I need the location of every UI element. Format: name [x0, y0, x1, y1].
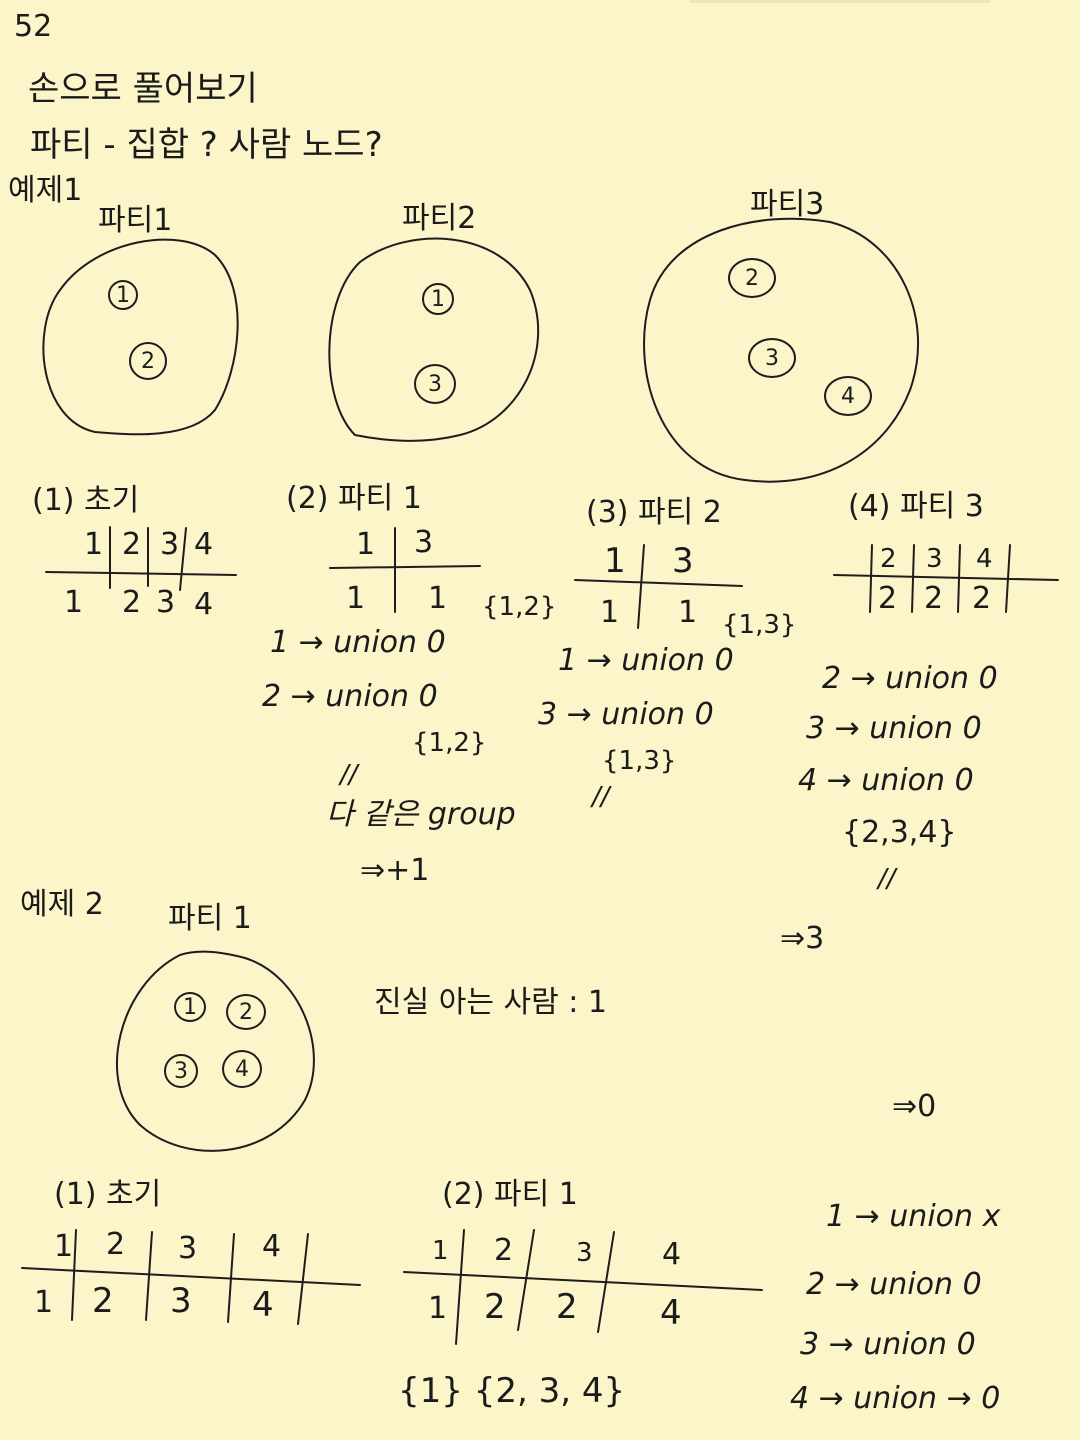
ex1-step2-bottom-2: 1	[428, 581, 448, 616]
ex2-line-2: 2 → union 0	[806, 1267, 982, 1302]
ex2-step1-top-3: 3	[178, 1231, 198, 1266]
ex2-node-1: 1	[174, 992, 206, 1022]
ex1-step4-bottom-2b: 2	[924, 581, 944, 616]
page-edge-shadow	[690, 0, 990, 3]
ex1-step3-set: {1,3}	[722, 610, 797, 640]
ex1-step2-ditto: //	[340, 760, 358, 790]
ex2-step1-bottom-3: 3	[170, 1281, 192, 1321]
ex1-step2-result: ⇒+1	[360, 853, 430, 888]
ex1-step4-line-3: 4 → union 0	[798, 763, 974, 798]
party1-label: 파티1	[98, 203, 173, 238]
ex2-step2-top-2: 2	[494, 1233, 514, 1268]
party3-label: 파티3	[750, 187, 825, 222]
ex2-step1-bottom-2: 2	[92, 1281, 114, 1321]
ex2-step2-bottom-4: 4	[660, 1293, 682, 1333]
party2-node-3: 3	[414, 364, 456, 404]
ex1-step3-bottom-2: 1	[678, 595, 698, 630]
ex2-step1-top-1: 1	[54, 1229, 74, 1264]
ex1-step1-bottom-3: 3	[156, 585, 176, 620]
ex1-step2-set2: {1,2}	[412, 728, 487, 758]
ex2-party-label: 파티 1	[168, 901, 252, 936]
party3-node-3: 3	[748, 338, 796, 378]
ex1-step4-line-2: 3 → union 0	[806, 711, 982, 746]
party1-circle	[42, 238, 239, 436]
ex2-step1-bottom-1: 1	[34, 1285, 54, 1320]
ex1-step1-bottom-2: 2	[122, 585, 142, 620]
ex2-step2-top-3: 3	[576, 1238, 593, 1268]
ex2-line-4: 4 → union → 0	[790, 1381, 1001, 1416]
ex2-step1-title: (1) 초기	[54, 1177, 162, 1212]
party2-circle	[328, 237, 540, 442]
ex1-step2-top-3: 3	[414, 525, 434, 560]
ex1-step2-line-1: 1 → union 0	[270, 625, 446, 660]
example2-label: 예제 2	[20, 887, 104, 922]
ex1-step2-set: {1,2}	[482, 592, 557, 622]
ex2-party-circle	[116, 950, 315, 1152]
ex2-step1-top-2: 2	[106, 1227, 126, 1262]
party2-node-1: 1	[422, 283, 454, 315]
ex2-step2-bottom-2a: 2	[484, 1287, 506, 1327]
ex1-step1-top-1: 1	[84, 527, 104, 562]
ex1-step4-grid	[833, 544, 1059, 613]
ex2-step2-top-4: 4	[662, 1237, 682, 1272]
ex1-step3-ditto: //	[592, 782, 610, 812]
ex1-step1-bottom-4: 4	[194, 587, 214, 622]
party1-node-2: 2	[129, 342, 167, 380]
ex1-step2-line-2: 2 → union 0	[262, 679, 438, 714]
ex1-step4-set: {2,3,4}	[842, 815, 957, 850]
ex1-step1-top-3: 3	[160, 527, 180, 562]
page-title: 손으로 풀어보기	[28, 69, 258, 109]
ex1-step4-title: (4) 파티 3	[848, 489, 984, 524]
ex1-step3-title: (3) 파티 2	[586, 495, 722, 530]
ex2-step1-bottom-4: 4	[252, 1285, 274, 1325]
ex2-step2-bottom-2b: 2	[556, 1287, 578, 1327]
ex1-step4-top-2: 2	[880, 544, 897, 574]
ex1-step4-bottom-2c: 2	[972, 581, 992, 616]
ex2-step1-top-4: 4	[262, 1229, 282, 1264]
ex1-step2-title: (2) 파티 1	[286, 481, 422, 516]
ex1-step4-result: ⇒3	[780, 921, 825, 956]
ex1-step4-bottom-2a: 2	[878, 581, 898, 616]
ex2-result: ⇒0	[892, 1089, 937, 1124]
ex1-step1-top-2: 2	[122, 527, 142, 562]
ex1-step4-top-4: 4	[976, 544, 993, 574]
ex2-line-1: 1 → union x	[826, 1199, 1001, 1234]
ex2-node-3: 3	[164, 1054, 198, 1088]
ex1-step3-set2: {1,3}	[602, 746, 677, 776]
ex2-step2-title: (2) 파티 1	[442, 1177, 578, 1212]
ex1-step4-line-1: 2 → union 0	[822, 661, 998, 696]
ex1-step2-top-1: 1	[356, 527, 376, 562]
ex2-step2-top-1: 1	[432, 1236, 449, 1266]
ex1-step2-bottom-1: 1	[346, 581, 366, 616]
page-number: 52	[14, 9, 53, 44]
ex2-truth-note: 진실 아는 사람 : 1	[374, 985, 607, 1020]
party3-node-2: 2	[728, 258, 776, 298]
question-line: 파티 - 집합 ? 사람 노드?	[30, 125, 383, 165]
ex1-step1-bottom-1: 1	[64, 585, 84, 620]
ex1-step4-ditto: //	[878, 864, 896, 894]
ex1-step3-bottom-1: 1	[600, 595, 620, 630]
ex1-step3-line-1: 1 → union 0	[558, 643, 734, 678]
ex1-step1-top-4: 4	[194, 527, 214, 562]
ex2-step2-sets: {1} {2, 3, 4}	[398, 1371, 626, 1411]
ex1-step4-top-3: 3	[926, 544, 943, 574]
party2-label: 파티2	[402, 201, 477, 236]
ex2-node-2: 2	[226, 994, 266, 1030]
ex1-step1-title: (1) 초기	[32, 483, 140, 518]
ex2-node-4: 4	[222, 1050, 262, 1088]
example1-label: 예제1	[8, 173, 83, 208]
party3-node-4: 4	[824, 376, 872, 416]
ex1-step3-top-3: 3	[672, 541, 694, 581]
party1-node-1: 1	[108, 280, 138, 310]
ex2-step2-bottom-1: 1	[428, 1291, 448, 1326]
ex1-step2-note: 다 같은 group	[326, 797, 516, 832]
ex1-step3-line-2: 3 → union 0	[538, 697, 714, 732]
ex2-line-3: 3 → union 0	[800, 1327, 976, 1362]
ex1-step3-top-1: 1	[604, 541, 626, 581]
